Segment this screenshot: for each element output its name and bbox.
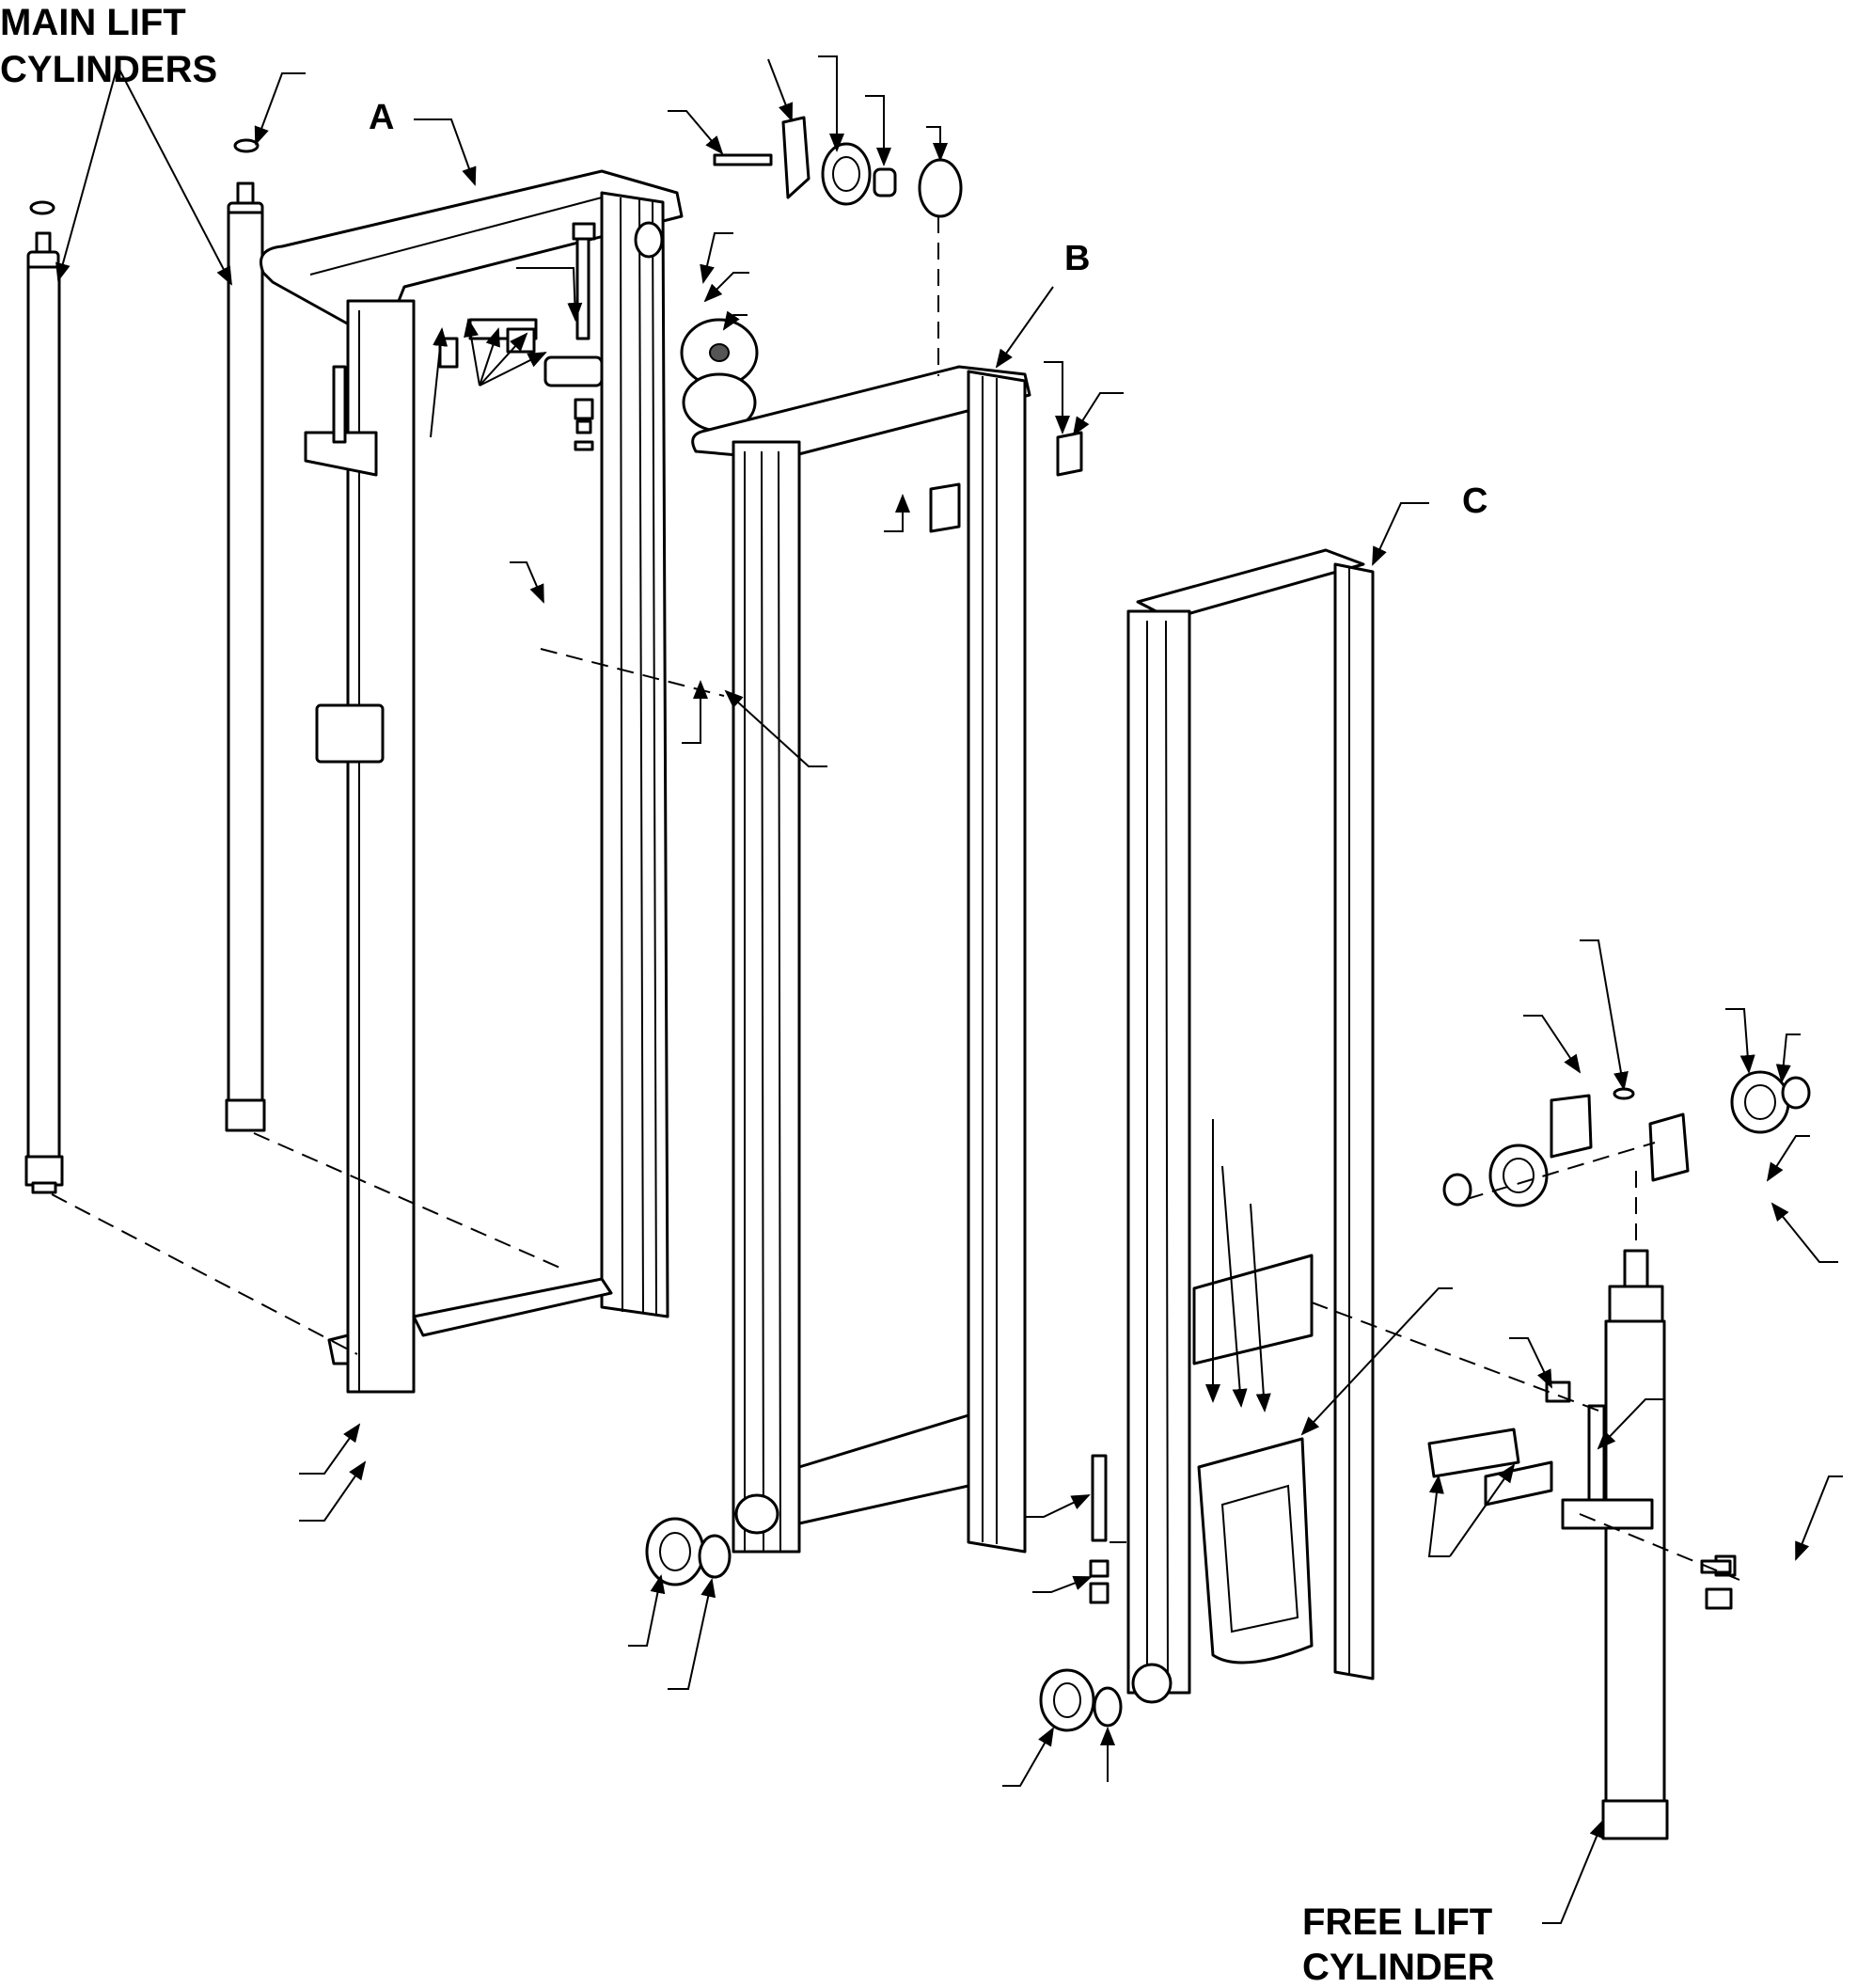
section-c-frame [1126, 548, 1375, 1704]
free-lift-cylinder [1601, 1249, 1669, 1840]
main-lift-cylinder-left [24, 200, 64, 1194]
free-lift-label-line1: FREE LIFT [1302, 1901, 1493, 1943]
main-lift-label-line1: MAIN LIFT [0, 2, 186, 43]
alignment-lines [51, 216, 1740, 1581]
section-b-label: B [1064, 239, 1091, 278]
free-lift-bracket [1427, 1381, 1737, 1610]
section-b-frame [691, 365, 1083, 1554]
free-lift-top-hardware [1442, 1070, 1811, 1207]
callout-leaders [55, 55, 1843, 1924]
section-c-rollers [1039, 1454, 1123, 1732]
main-lift-label-line2: CYLINDERS [0, 49, 218, 90]
section-b-rollers [645, 1517, 732, 1586]
main-lift-cylinder-right [225, 138, 266, 1132]
section-c-label: C [1462, 481, 1488, 521]
section-a-label: A [369, 98, 395, 137]
section-a-frame [260, 169, 684, 1394]
free-lift-label-line2: CYLINDER [1302, 1947, 1495, 1988]
